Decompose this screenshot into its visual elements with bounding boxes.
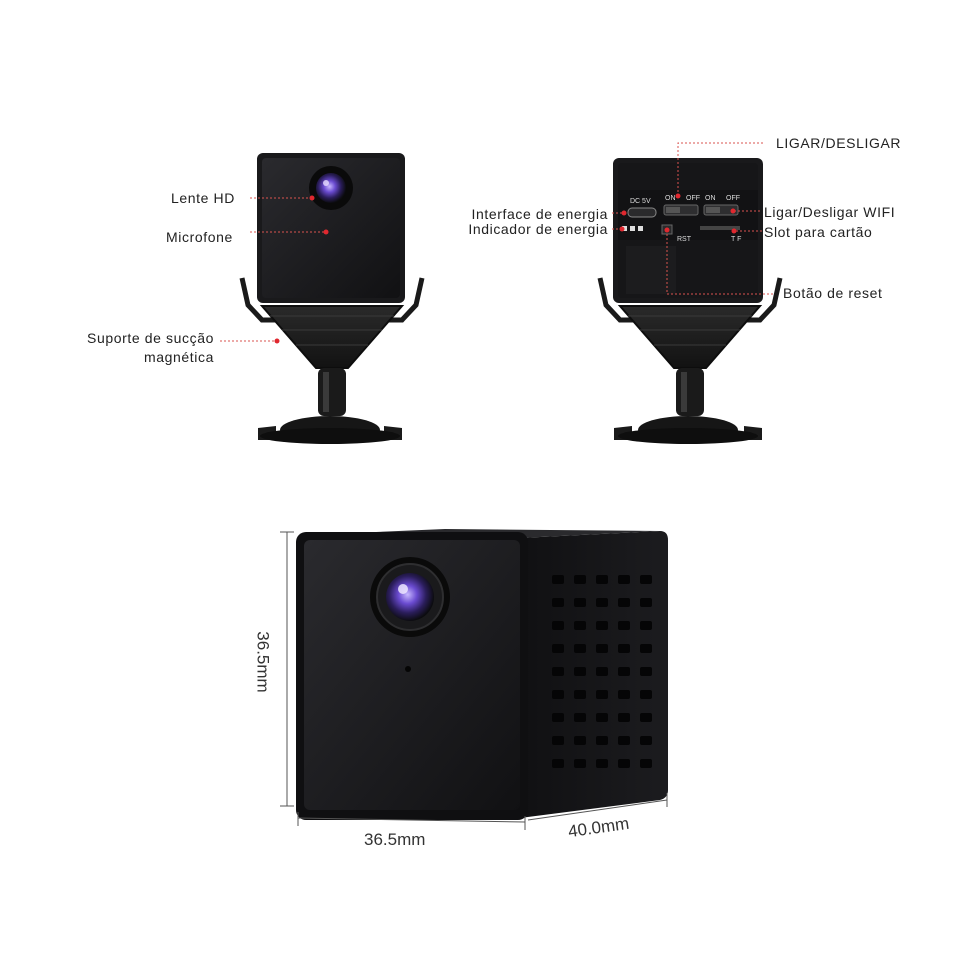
mount-label-line2: magnética <box>144 349 214 365</box>
mount-label-line1: Suporte de sucção <box>87 330 214 346</box>
wifi-switch-label: Ligar/Desligar WIFI <box>764 204 896 220</box>
back-leaders <box>612 142 775 295</box>
microphone-label: Microfone <box>166 229 233 245</box>
vent-grid <box>552 575 652 768</box>
panel-off2-text: OFF <box>726 195 740 202</box>
panel-dc-text: DC 5V <box>630 198 651 205</box>
front-camera <box>239 153 425 444</box>
power-indicator-label: Indicador de energia <box>468 221 608 237</box>
front-leaders <box>220 195 329 344</box>
width-dimension: 36.5mm <box>364 830 426 849</box>
back-camera <box>597 158 783 444</box>
large-camera-cube <box>296 529 668 820</box>
card-slot-label: Slot para cartão <box>764 224 873 240</box>
dimension-lines <box>280 531 668 830</box>
panel-rst-text: RST <box>677 236 691 243</box>
power-interface-label: Interface de energia <box>471 206 608 222</box>
power-switch-label: LIGAR/DESLIGAR <box>776 135 902 151</box>
height-dimension: 36.5mm <box>253 631 273 693</box>
reset-button-label: Botão de reset <box>783 285 883 301</box>
panel-tf-text: T F <box>731 236 742 243</box>
lens-label: Lente HD <box>171 190 235 206</box>
panel-on1-text: ON <box>665 195 676 202</box>
panel-off1-text: OFF <box>686 195 700 202</box>
panel-on2-text: ON <box>705 195 716 202</box>
